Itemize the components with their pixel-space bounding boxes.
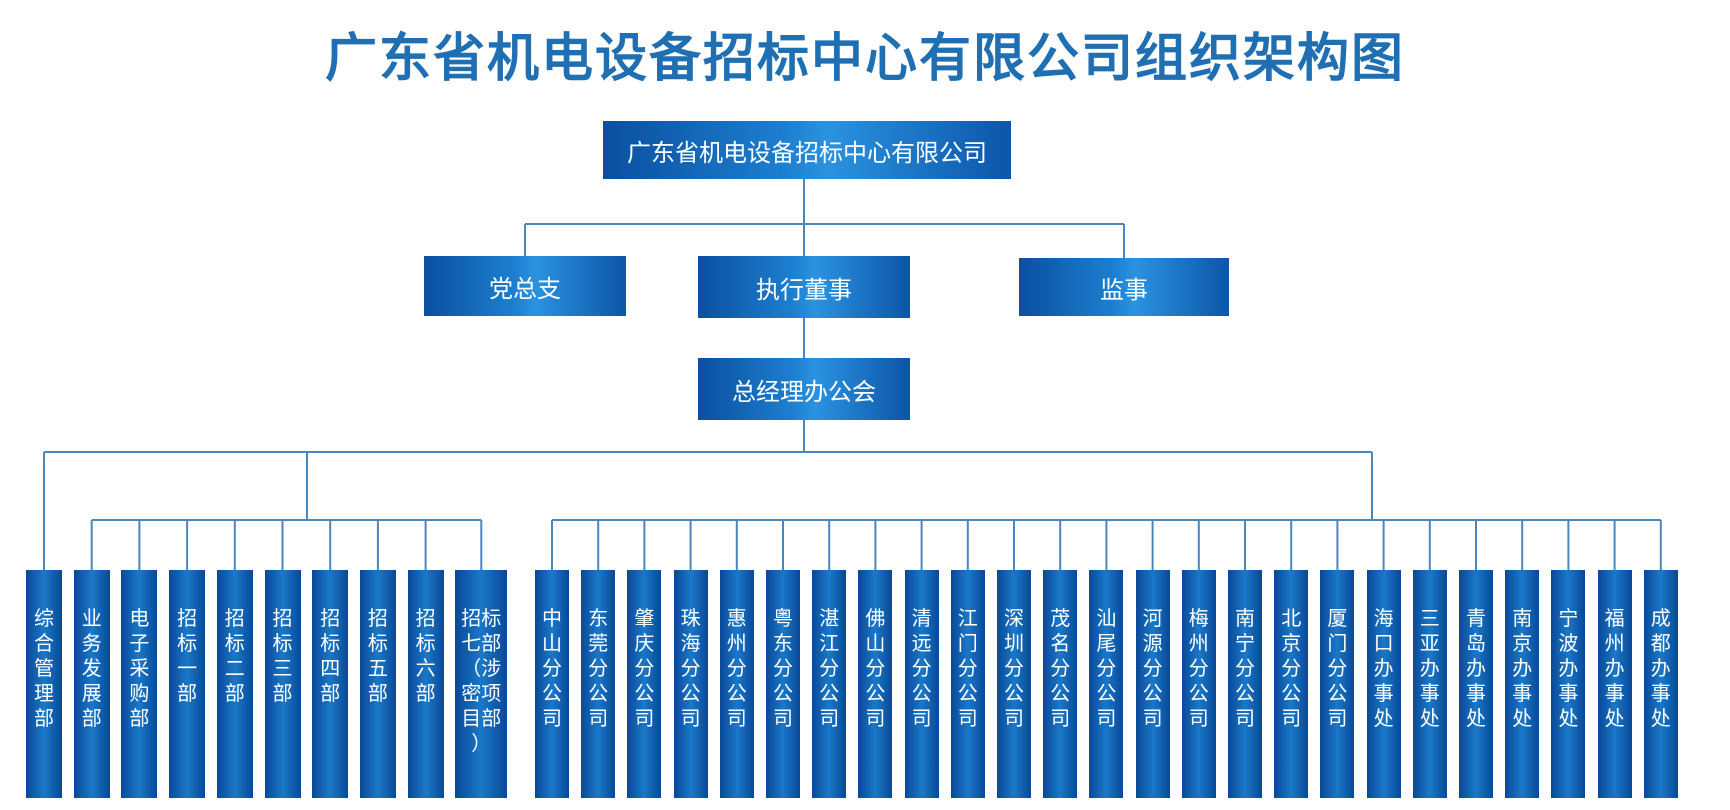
department-box-label: 招标一部 xyxy=(177,606,198,705)
branch-box-label: 深圳分公司 xyxy=(1004,606,1024,730)
branch-box-2: 东莞分公司 xyxy=(581,570,616,798)
branch-box-14: 河源分公司 xyxy=(1135,570,1170,798)
department-box-8: 招标五部 xyxy=(359,570,396,798)
branch-box-label: 江门分公司 xyxy=(957,606,978,730)
branch-box-5: 惠州分公司 xyxy=(719,570,754,798)
branch-box-22: 南京办事处 xyxy=(1505,570,1540,798)
department-box-label: 招标四部 xyxy=(320,606,341,705)
branch-box-4: 珠海分公司 xyxy=(673,570,708,798)
branch-box-label: 惠州分公司 xyxy=(726,606,747,730)
branch-box-23: 宁波办事处 xyxy=(1551,570,1586,798)
branch-box-18: 厦门分公司 xyxy=(1320,570,1355,798)
branch-box-25: 成都办事处 xyxy=(1643,570,1678,798)
branch-box-label: 梅州分公司 xyxy=(1188,606,1209,730)
department-box-1: 综合管理部 xyxy=(26,570,62,798)
branch-box-label: 青岛办事处 xyxy=(1466,606,1486,730)
node-party-branch: 党总支 xyxy=(424,256,626,316)
node-general-manager-office: 总经理办公会 xyxy=(698,358,910,420)
branch-box-label: 南宁分公司 xyxy=(1235,606,1255,730)
branch-box-label: 清远分公司 xyxy=(911,606,932,730)
branch-box-7: 湛江分公司 xyxy=(812,570,847,798)
branch-box-label: 茂名分公司 xyxy=(1050,606,1071,730)
branch-box-17: 北京分公司 xyxy=(1274,570,1309,798)
branch-box-label: 河源分公司 xyxy=(1142,606,1163,730)
branch-box-24: 福州办事处 xyxy=(1597,570,1632,798)
department-box-5: 招标二部 xyxy=(216,570,253,798)
branch-box-label: 粤东分公司 xyxy=(773,606,793,730)
branch-box-label: 中山分公司 xyxy=(542,606,562,730)
branch-box-20: 三亚办事处 xyxy=(1412,570,1447,798)
branch-box-label: 珠海分公司 xyxy=(680,606,701,730)
department-box-4: 招标一部 xyxy=(169,570,206,798)
department-box-label: 招标七部（涉密项目部） xyxy=(461,606,502,755)
node-executive-director: 执行董事 xyxy=(698,256,910,318)
branch-box-label: 汕尾分公司 xyxy=(1096,606,1117,730)
branch-box-label: 北京分公司 xyxy=(1281,606,1302,730)
department-box-label: 综合管理部 xyxy=(34,606,54,730)
branch-box-11: 深圳分公司 xyxy=(997,570,1031,798)
department-box-3: 电子采购部 xyxy=(121,570,158,798)
branch-box-9: 清远分公司 xyxy=(904,570,939,798)
branch-box-19: 海口办事处 xyxy=(1366,570,1401,798)
branch-box-13: 汕尾分公司 xyxy=(1089,570,1124,798)
branch-box-label: 佛山分公司 xyxy=(865,606,886,730)
branch-box-8: 佛山分公司 xyxy=(858,570,893,798)
node-supervisor: 监事 xyxy=(1019,258,1229,316)
branch-box-label: 南京办事处 xyxy=(1512,606,1533,730)
node-company: 广东省机电设备招标中心有限公司 xyxy=(603,121,1011,179)
department-box-10: 招标七部（涉密项目部） xyxy=(455,570,508,798)
branch-box-label: 成都办事处 xyxy=(1650,606,1671,730)
branch-box-label: 厦门分公司 xyxy=(1327,606,1348,730)
branch-box-15: 梅州分公司 xyxy=(1181,570,1216,798)
branch-box-3: 肇庆分公司 xyxy=(627,570,662,798)
branch-box-label: 肇庆分公司 xyxy=(634,606,655,730)
department-box-label: 招标二部 xyxy=(224,606,245,705)
department-box-label: 业务发展部 xyxy=(81,606,102,730)
branch-box-label: 海口办事处 xyxy=(1373,606,1394,730)
branch-box-10: 江门分公司 xyxy=(950,570,985,798)
branch-box-label: 湛江分公司 xyxy=(819,606,840,730)
branch-box-label: 宁波办事处 xyxy=(1558,606,1579,730)
department-box-label: 招标五部 xyxy=(367,606,388,705)
department-box-7: 招标四部 xyxy=(312,570,349,798)
department-box-6: 招标三部 xyxy=(264,570,301,798)
department-box-9: 招标六部 xyxy=(407,570,444,798)
department-box-2: 业务发展部 xyxy=(73,570,110,798)
branch-box-label: 三亚办事处 xyxy=(1419,606,1440,730)
branch-box-21: 青岛办事处 xyxy=(1459,570,1493,798)
department-box-label: 电子采购部 xyxy=(129,606,150,730)
branch-box-label: 东莞分公司 xyxy=(588,606,609,730)
chart-title: 广东省机电设备招标中心有限公司组织架构图 xyxy=(324,28,1405,89)
branch-box-label: 福州办事处 xyxy=(1604,606,1625,730)
branch-box-16: 南宁分公司 xyxy=(1228,570,1262,798)
branch-box-1: 中山分公司 xyxy=(535,570,569,798)
department-box-label: 招标三部 xyxy=(272,606,293,705)
branch-box-6: 粤东分公司 xyxy=(766,570,800,798)
branch-box-12: 茂名分公司 xyxy=(1043,570,1078,798)
department-box-label: 招标六部 xyxy=(415,606,436,705)
